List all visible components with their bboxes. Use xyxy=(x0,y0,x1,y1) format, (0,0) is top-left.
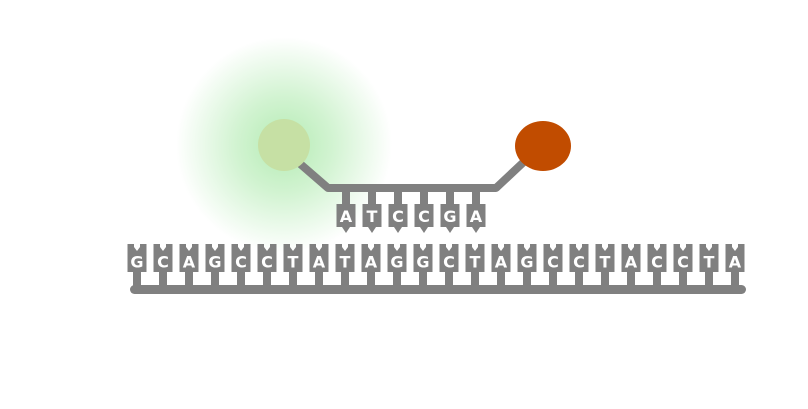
target-base-stem xyxy=(211,272,219,287)
target-base-stem xyxy=(601,272,609,287)
target-backbone xyxy=(130,285,746,294)
target-base-letter: C xyxy=(677,253,689,272)
target-base-tile xyxy=(647,244,667,272)
target-base-tile xyxy=(231,244,251,272)
target-base-tile xyxy=(569,244,589,272)
target-base-stem xyxy=(289,272,297,287)
target-base-letter: G xyxy=(520,253,533,272)
probe-base-tile xyxy=(440,204,460,233)
target-base-tile xyxy=(543,244,563,272)
target-base-letter: A xyxy=(365,253,378,272)
target-base-letter: C xyxy=(573,253,585,272)
target-base-stem xyxy=(497,272,505,287)
target-base-letter: T xyxy=(600,253,611,272)
probe-base-tile xyxy=(336,204,356,233)
target-base-tile xyxy=(283,244,303,272)
target-base-letter: T xyxy=(704,253,715,272)
probe-base-stem xyxy=(472,188,480,204)
target-base-letter: C xyxy=(157,253,169,272)
target-base-stem xyxy=(549,272,557,287)
target-base-stem xyxy=(575,272,583,287)
probe-base-stem xyxy=(342,188,350,204)
target-base-letter: T xyxy=(470,253,481,272)
target-base-letter: C xyxy=(235,253,247,272)
probe-linker-right xyxy=(466,154,532,192)
target-base-stem xyxy=(627,272,635,287)
target-base-tile xyxy=(413,244,433,272)
probe-base-letter: C xyxy=(418,207,430,226)
probe-base-stem xyxy=(368,188,376,204)
target-base-tile xyxy=(309,244,329,272)
probe-base-letter: G xyxy=(443,207,456,226)
probe-base-letter: A xyxy=(470,207,483,226)
probe-base-tile xyxy=(362,204,382,233)
target-base-letter: A xyxy=(313,253,326,272)
target-base-letter: C xyxy=(261,253,273,272)
target-base-letter: G xyxy=(208,253,221,272)
target-base-letter: C xyxy=(651,253,663,272)
target-base-stem xyxy=(419,272,427,287)
target-base-stem xyxy=(185,272,193,287)
target-base-tile xyxy=(179,244,199,272)
target-base-tile xyxy=(387,244,407,272)
target-base-stem xyxy=(367,272,375,287)
target-base-letter: G xyxy=(130,253,143,272)
probe-base-tile xyxy=(388,204,408,233)
target-base-letter: A xyxy=(625,253,638,272)
probe-base-stem xyxy=(420,188,428,204)
target-base-tile xyxy=(491,244,511,272)
target-base-tile xyxy=(205,244,225,272)
target-base-letter: T xyxy=(340,253,351,272)
target-base-tile xyxy=(361,244,381,272)
target-base-stem xyxy=(393,272,401,287)
target-base-stem xyxy=(315,272,323,287)
target-base-letter: A xyxy=(183,253,196,272)
fluorophore-dot xyxy=(258,119,310,171)
target-base-letter: C xyxy=(443,253,455,272)
target-base-stem xyxy=(523,272,531,287)
probe-base-stem xyxy=(394,188,402,204)
target-base-stem xyxy=(679,272,687,287)
target-base-tile xyxy=(595,244,615,272)
target-base-tile xyxy=(439,244,459,272)
target-base-stem xyxy=(237,272,245,287)
target-base-stem xyxy=(705,272,713,287)
target-base-tile xyxy=(725,244,745,272)
target-base-stem xyxy=(133,272,141,287)
target-base-letter: T xyxy=(288,253,299,272)
target-base-tile xyxy=(465,244,485,272)
probe-base-tile xyxy=(414,204,434,233)
target-base-tile xyxy=(517,244,537,272)
target-base-stem xyxy=(263,272,271,287)
target-base-tile xyxy=(257,244,277,272)
quencher-dot xyxy=(515,121,571,171)
target-base-tile xyxy=(699,244,719,272)
target-base-letter: G xyxy=(390,253,403,272)
probe-base-tile xyxy=(466,204,486,233)
target-base-tile xyxy=(621,244,641,272)
target-base-tile xyxy=(127,244,147,272)
target-base-stem xyxy=(445,272,453,287)
target-base-letter: A xyxy=(729,253,742,272)
target-base-tile xyxy=(153,244,173,272)
target-base-letter: A xyxy=(495,253,508,272)
target-base-tile xyxy=(335,244,355,272)
target-base-stem xyxy=(471,272,479,287)
target-base-letter: G xyxy=(416,253,429,272)
target-base-stem xyxy=(159,272,167,287)
target-base-stem xyxy=(731,272,739,287)
probe-base-letter: C xyxy=(392,207,404,226)
target-base-tile xyxy=(673,244,693,272)
target-base-stem xyxy=(341,272,349,287)
probe-base-letter: T xyxy=(367,207,378,226)
probe-base-letter: A xyxy=(340,207,353,226)
target-base-stem xyxy=(653,272,661,287)
target-base-letter: C xyxy=(547,253,559,272)
probe-base-stem xyxy=(446,188,454,204)
